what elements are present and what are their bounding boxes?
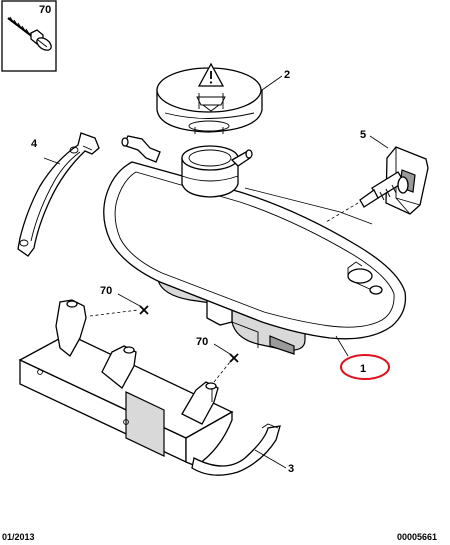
fixing-point-marker-b [229, 353, 239, 363]
callout-support-label: 3 [288, 463, 294, 475]
footer-reference: 00005661 [397, 532, 437, 542]
highlight-ring [340, 354, 390, 380]
callout-fixing-b-label: 70 [196, 336, 208, 348]
callout-sensor-label: 5 [360, 129, 366, 141]
callout-reservoir: 1 [340, 354, 390, 380]
coolant-reservoir [103, 135, 407, 355]
callout-reservoir-label: 1 [360, 363, 366, 375]
warning-triangle-icon [197, 62, 225, 87]
reservoir-support-bracket [18, 299, 239, 467]
callout-strap-label: 4 [31, 138, 38, 150]
fixing-point-marker-a [139, 305, 149, 315]
callout-fixing-a-label: 70 [100, 285, 112, 297]
filler-cap [156, 62, 263, 134]
footer-date: 01/2013 [2, 532, 35, 542]
level-sensor [325, 146, 429, 223]
support-band [191, 423, 281, 476]
callout-cap-label: 2 [284, 69, 290, 81]
bolt-inset: 70 [1, 0, 57, 72]
callout-bolt-label: 70 [39, 4, 51, 16]
retaining-strap [17, 132, 100, 257]
callout-lines [43, 75, 389, 469]
bolt-icon [7, 16, 52, 51]
